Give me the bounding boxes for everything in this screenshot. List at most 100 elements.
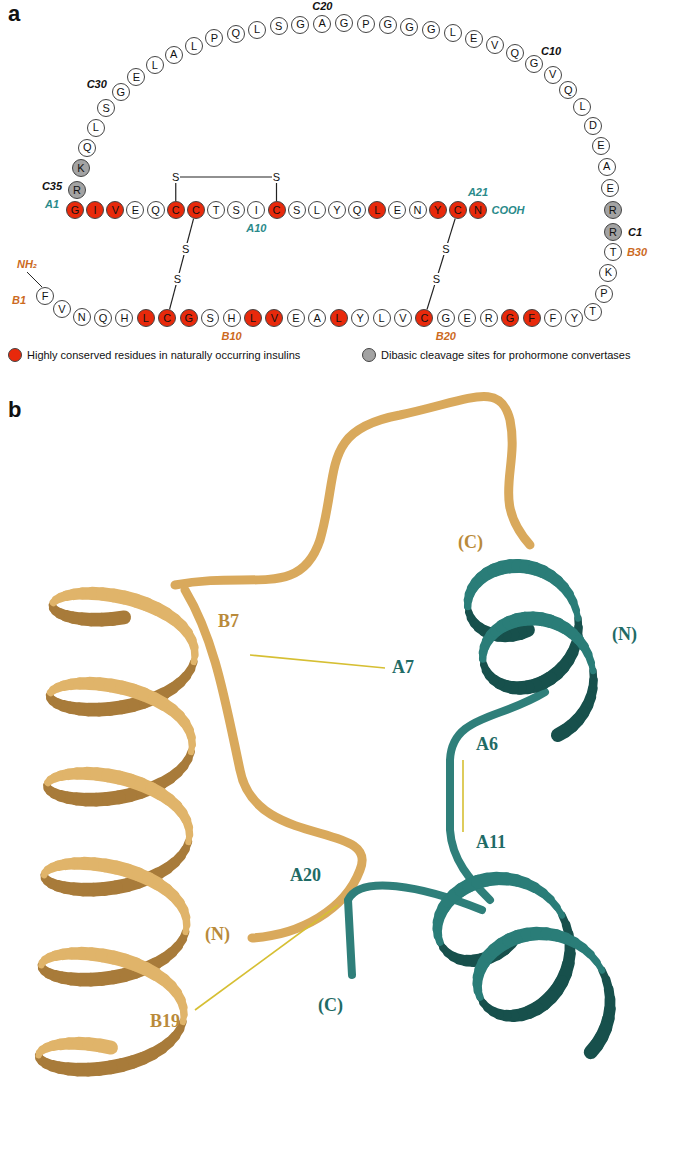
residue-letter: Y	[356, 313, 363, 324]
residue-letter: Q	[231, 28, 240, 39]
residue-circle: T	[207, 201, 225, 219]
residue-letter: Y	[333, 205, 340, 216]
residue-circle: L	[248, 21, 266, 39]
residue-letter: P	[600, 288, 607, 299]
residue-circle: V	[265, 309, 283, 327]
residue-letter: S	[293, 205, 300, 216]
residue-circle: R	[480, 309, 498, 327]
residue-circle: Q	[147, 201, 165, 219]
residue-circle: P	[357, 15, 375, 33]
helix-ribbon	[191, 745, 192, 752]
residue-circle: S	[201, 309, 219, 327]
residue-circle: A	[313, 15, 331, 33]
residue-label: A21	[468, 186, 488, 198]
residue-letter: V	[491, 40, 498, 51]
residue-circle: E	[601, 179, 619, 197]
residue-letter: E	[470, 33, 477, 44]
residue-letter: V	[399, 313, 406, 324]
residue-letter: L	[336, 313, 342, 324]
residue-circle: Q	[348, 201, 366, 219]
residue-letter: L	[250, 313, 256, 324]
residue-circle: Y	[328, 201, 346, 219]
residue-circle: N	[73, 308, 91, 326]
residue-circle: A	[308, 309, 326, 327]
residue-letter: P	[362, 19, 369, 30]
residue-letter: R	[609, 227, 617, 238]
residue-letter: L	[378, 313, 384, 324]
residue-letter: V	[58, 304, 65, 315]
residue-circle: E	[592, 137, 610, 155]
helix-ribbon	[591, 663, 593, 672]
residue-circle: G	[379, 16, 397, 34]
residue-circle: T	[584, 303, 602, 321]
residue-letter: A	[603, 161, 610, 172]
residue-circle: C	[158, 309, 176, 327]
residue-label: C35	[42, 180, 62, 192]
disulfide-line	[195, 905, 338, 1010]
residue-letter: Q	[353, 205, 362, 216]
residue-circle: G	[437, 309, 455, 327]
residue-label: C20	[312, 0, 332, 12]
residue-letter: I	[255, 205, 258, 216]
residue-letter: G	[71, 205, 80, 216]
residue-letter: H	[120, 313, 128, 324]
residue-label: B20	[436, 330, 456, 342]
residue-circle: Q	[227, 25, 245, 43]
residue-letter: E	[292, 313, 299, 324]
sulfur-label: S	[171, 171, 180, 183]
residue-circle: E	[388, 201, 406, 219]
disulfide-bond	[170, 219, 194, 310]
residue-circle: I	[86, 201, 104, 219]
residue-circle: L	[146, 56, 164, 74]
residue-letter: C	[454, 205, 462, 216]
helix-ribbon	[194, 655, 195, 662]
residue-label: (C)	[458, 533, 483, 553]
residue-circle: V	[544, 66, 562, 84]
residue-letter: G	[383, 19, 392, 30]
residue-letter: G	[405, 22, 414, 33]
residue-label: A10	[246, 222, 266, 234]
residue-circle: R	[68, 181, 86, 199]
residue-circle: H	[115, 309, 133, 327]
residue-circle: F	[523, 309, 541, 327]
residue-circle: Q	[94, 309, 112, 327]
residue-circle: C	[268, 201, 286, 219]
residue-letter: Q	[99, 313, 108, 324]
residue-letter: E	[394, 205, 401, 216]
residue-label: A7	[392, 658, 414, 678]
residue-circle: E	[458, 309, 476, 327]
residue-circle: Y	[351, 309, 369, 327]
residue-label: A6	[476, 735, 498, 755]
residue-circle: Q	[506, 44, 524, 62]
residue-circle: D	[584, 117, 602, 135]
residue-circle: C	[167, 201, 185, 219]
residue-letter: R	[485, 313, 493, 324]
residue-circle: C	[449, 201, 467, 219]
residue-letter: S	[233, 205, 240, 216]
residue-circle: L	[444, 24, 462, 42]
helix-ribbon	[557, 907, 562, 915]
residue-circle: Y	[565, 309, 583, 327]
residue-letter: G	[427, 24, 436, 35]
residue-letter: F	[42, 291, 49, 302]
residue-letter: G	[340, 18, 349, 29]
residue-letter: C	[273, 205, 281, 216]
residue-letter: A	[319, 18, 326, 29]
residue-letter: G	[116, 87, 125, 98]
residue-letter: S	[275, 21, 282, 32]
residue-letter: K	[605, 267, 612, 278]
residue-label: A11	[476, 833, 506, 853]
residue-circle: G	[66, 201, 84, 219]
residue-circle: G	[180, 309, 198, 327]
residue-letter: N	[414, 205, 422, 216]
residue-circle: L	[185, 37, 203, 55]
residue-label: A20	[290, 866, 321, 886]
residue-letter: Q	[564, 85, 573, 96]
residue-circle: L	[368, 201, 386, 219]
residue-letter: Q	[511, 48, 520, 59]
sulfur-label: S	[173, 273, 182, 285]
residue-label: B10	[221, 330, 241, 342]
residue-letter: L	[254, 24, 260, 35]
residue-circle: S	[227, 201, 245, 219]
residue-label: (N)	[205, 925, 230, 945]
